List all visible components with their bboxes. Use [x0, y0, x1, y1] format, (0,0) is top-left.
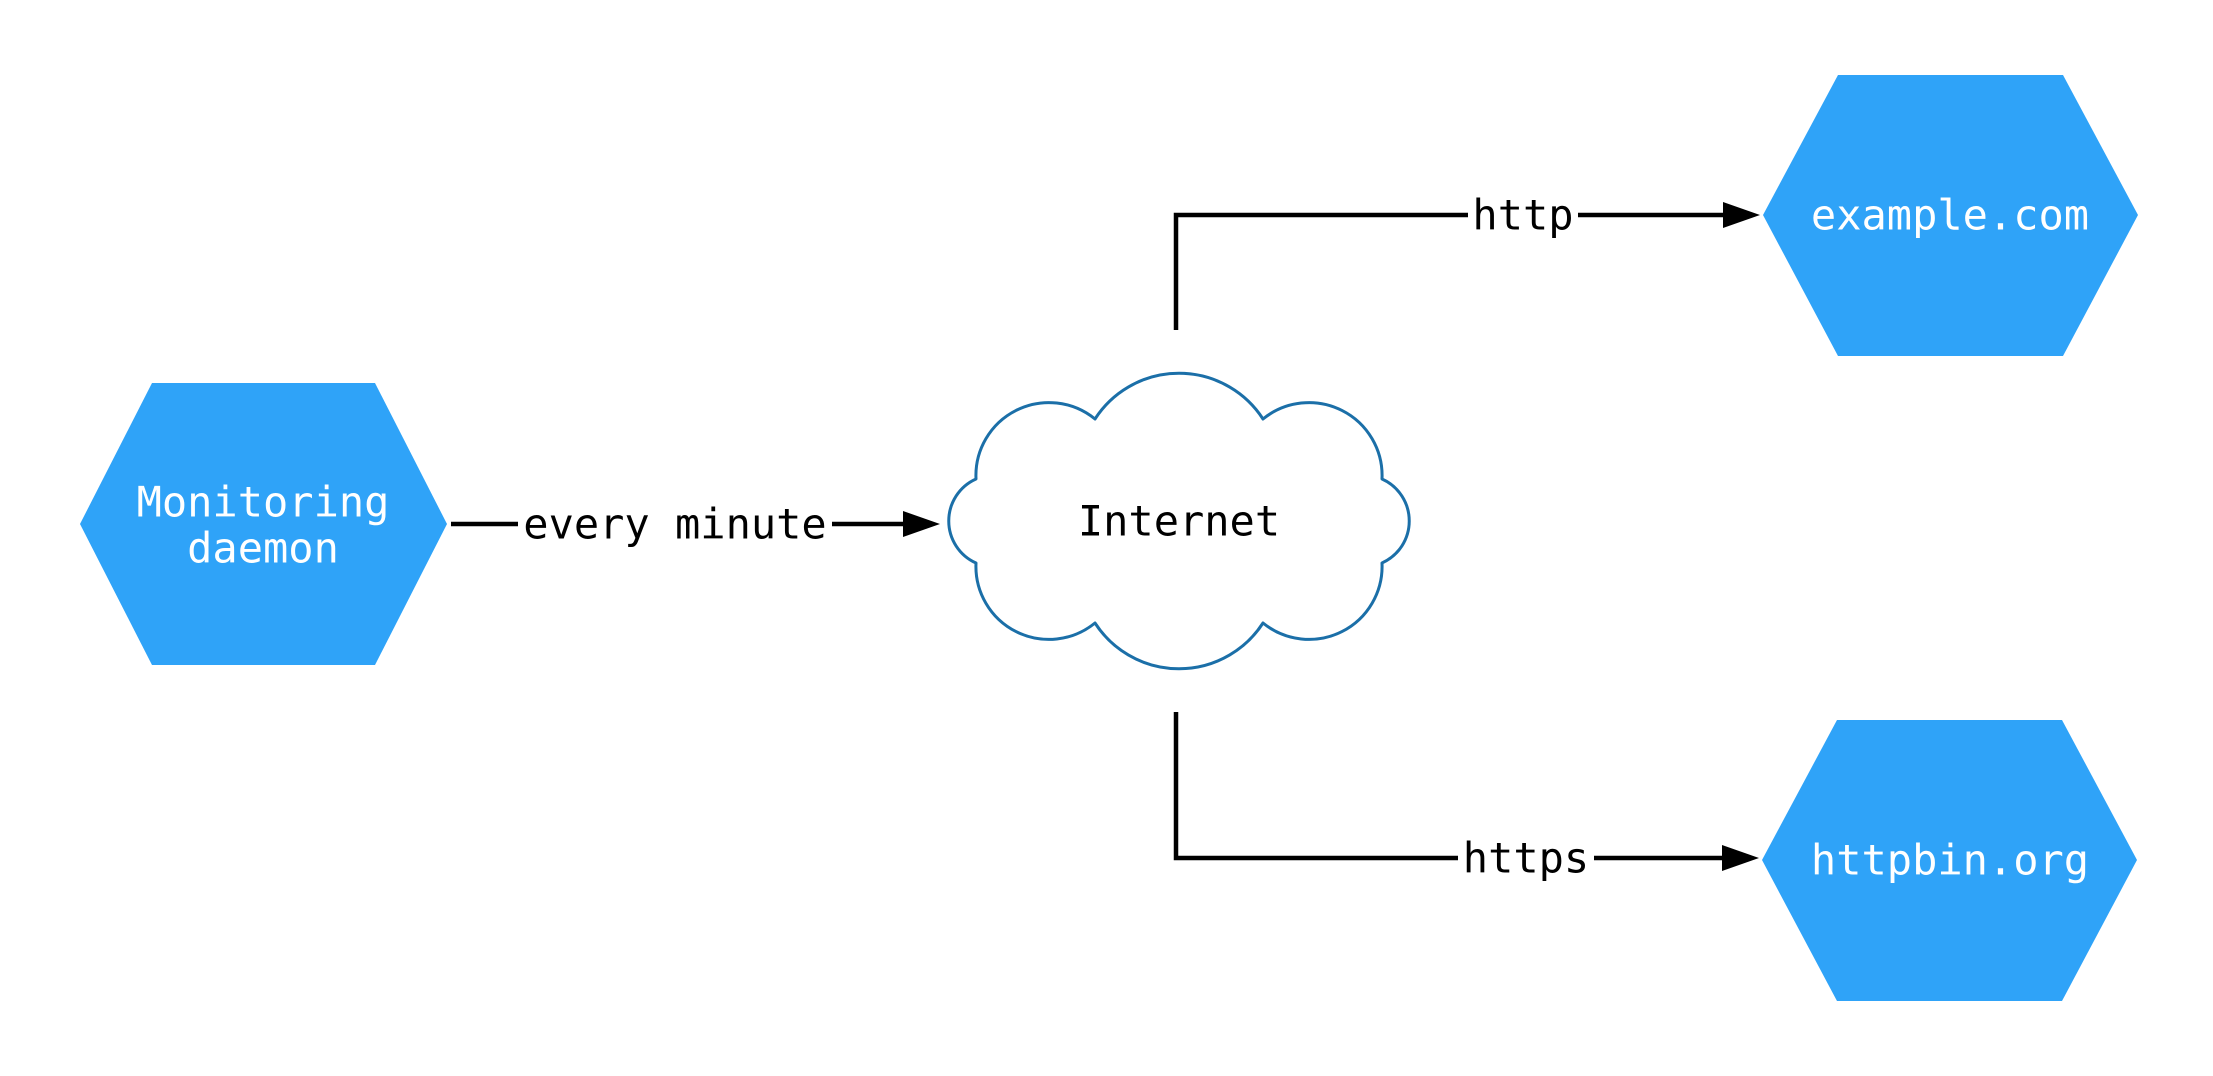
edge-https-elbow-line: [1173, 712, 1458, 861]
edge-https-arrowhead-icon: [1722, 845, 1759, 871]
httpbin-org-label: httpbin.org: [1811, 836, 2089, 885]
edge-every-minute-label: every minute: [523, 500, 826, 549]
httpbin-org-hexagon: [1762, 720, 2137, 1001]
edge-http: http: [1173, 191, 1760, 330]
edge-https: https: [1173, 712, 1759, 883]
monitoring-daemon-label-line2: daemon: [187, 524, 339, 573]
edge-http-arrowhead-icon: [1723, 202, 1760, 228]
monitoring-daemon-hexagon: [80, 383, 447, 665]
monitoring-daemon-node: Monitoring daemon: [80, 383, 447, 665]
internet-cloud-node: Internet: [947, 371, 1411, 671]
internet-cloud-shape: [947, 371, 1411, 671]
example-com-label: example.com: [1811, 191, 2089, 240]
edge-http-label: http: [1472, 191, 1573, 240]
monitoring-daemon-label-line1: Monitoring: [137, 478, 390, 527]
edge-every-minute-arrowhead-icon: [903, 511, 940, 537]
edge-http-elbow-line: [1173, 212, 1468, 330]
edge-https-label: https: [1463, 834, 1589, 883]
internet-cloud-label: Internet: [1078, 497, 1280, 546]
edge-every-minute: every minute: [451, 500, 940, 549]
example-com-hexagon: [1763, 75, 2138, 356]
httpbin-org-node: httpbin.org: [1762, 720, 2137, 1001]
example-com-node: example.com: [1763, 75, 2138, 356]
